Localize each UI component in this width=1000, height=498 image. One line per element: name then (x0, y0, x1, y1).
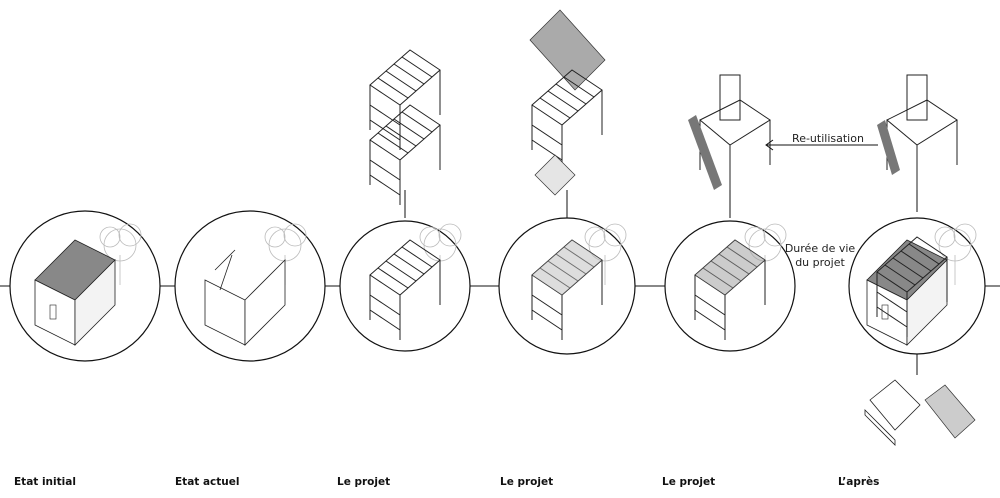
stage-circle-etat-initial (9, 210, 161, 362)
exploded-tower-projet-3 (688, 74, 771, 190)
stage-circle-projet-1 (339, 220, 471, 352)
lifespan-label-line2: du projet (795, 256, 845, 269)
exploded-tower-apres (877, 74, 958, 190)
reuse-label: Re-utilisation (792, 132, 864, 145)
stage-label-apres: L’après (838, 476, 880, 488)
exploded-frame-projet-1 (369, 49, 441, 206)
stage-circle-projet-3 (664, 220, 796, 352)
timeline-line (0, 190, 1000, 375)
stage-label-etat-initial: Etat initial (14, 476, 76, 488)
stage-circle-projet-2 (498, 217, 636, 355)
lifespan-label-line1: Durée de vie (784, 242, 856, 255)
stage-circle-apres (848, 217, 986, 355)
stage-label-projet-1: Le projet (337, 476, 391, 488)
stage-label-projet-2: Le projet (500, 476, 554, 488)
dismantled-parts-apres (864, 379, 976, 446)
reuse-arrow (765, 139, 878, 151)
stage-circle-etat-actuel (174, 210, 326, 362)
stage-label-projet-3: Le projet (662, 476, 716, 488)
exploded-kit-projet-2 (529, 9, 606, 196)
stage-label-etat-actuel: Etat actuel (175, 476, 240, 488)
